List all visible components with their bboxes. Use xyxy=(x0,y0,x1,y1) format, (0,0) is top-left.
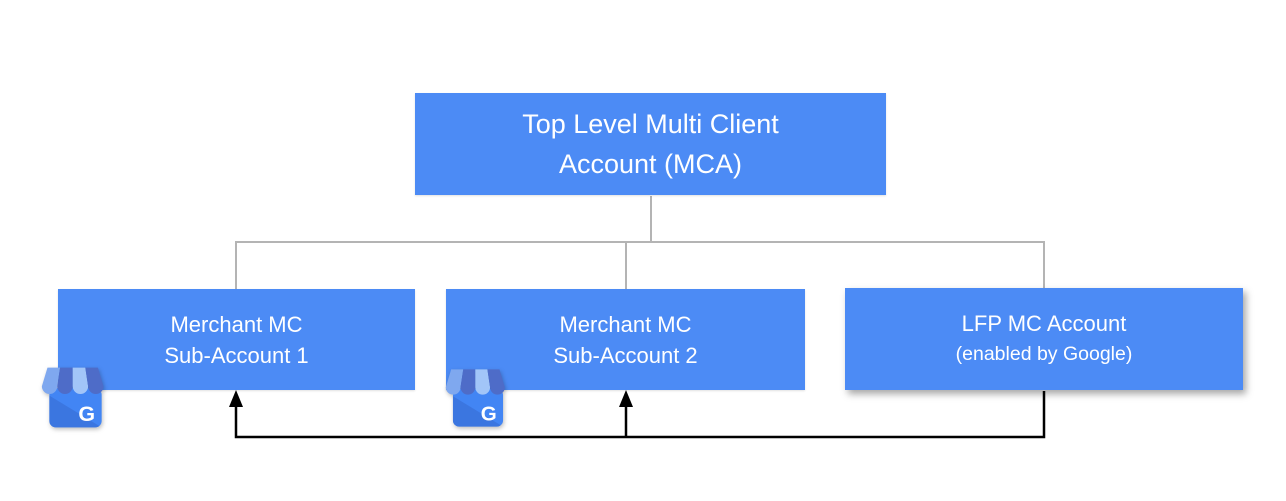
arrowhead-sub2-icon xyxy=(619,390,633,407)
arrowhead-sub1-icon xyxy=(229,390,243,407)
node-merchant-sub-account-2: Merchant MC Sub-Account 2 xyxy=(446,289,805,390)
icon-letter: G xyxy=(78,402,95,426)
node-label-line: Merchant MC xyxy=(170,311,303,337)
node-top-level-mca: Top Level Multi Client Account (MCA) xyxy=(415,93,886,195)
google-business-profile-icon: G xyxy=(41,367,104,428)
node-label-line: Account (MCA) xyxy=(558,149,743,179)
node-label-line: (enabled by Google) xyxy=(955,343,1133,365)
node-label-line: Sub-Account 2 xyxy=(553,342,698,368)
lfp-feed-line xyxy=(234,391,1046,439)
node-label-line: Merchant MC xyxy=(559,311,692,337)
node-label-line: Sub-Account 1 xyxy=(164,342,309,368)
google-business-profile-icon: G xyxy=(445,369,505,427)
node-label-line: LFP MC Account xyxy=(961,311,1127,336)
node-label-line: Top Level Multi Client xyxy=(522,109,779,139)
node-lfp-mc-account: LFP MC Account (enabled by Google) xyxy=(845,288,1243,390)
icon-letter: G xyxy=(481,402,497,425)
node-merchant-sub-account-1: Merchant MC Sub-Account 1 xyxy=(58,289,415,390)
